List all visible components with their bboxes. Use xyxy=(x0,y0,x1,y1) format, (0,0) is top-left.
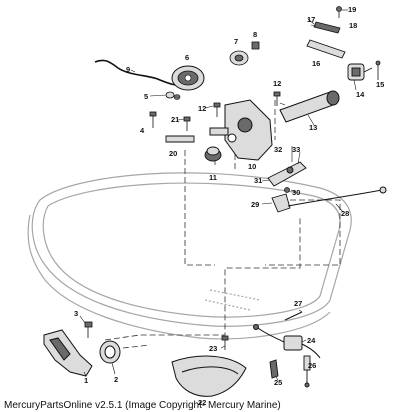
callout-29: 29 xyxy=(251,200,259,209)
cable-9 xyxy=(94,59,183,87)
part-12-bolt-b xyxy=(213,102,221,117)
callout-8: 8 xyxy=(253,30,257,39)
callout-30: 30 xyxy=(292,188,300,197)
part-31-32-33-linkage xyxy=(267,161,307,187)
callout-26: 26 xyxy=(308,361,316,370)
part-25-clip xyxy=(269,359,279,379)
part-23-screw xyxy=(221,335,229,350)
callout-33: 33 xyxy=(292,145,300,154)
part-27-wire xyxy=(284,311,303,321)
callout-9: 9 xyxy=(126,65,130,74)
callout-11: 11 xyxy=(209,173,217,182)
part-29-clip xyxy=(271,193,291,213)
part-19-screw xyxy=(336,6,342,18)
part-7-knob xyxy=(229,50,249,66)
callout-31: 31 xyxy=(254,176,262,185)
callout-14: 14 xyxy=(356,90,365,99)
callout-27: 27 xyxy=(294,299,302,308)
callout-12b: 12 xyxy=(198,104,206,113)
callout-22: 22 xyxy=(198,398,206,407)
callout-18: 18 xyxy=(349,21,357,30)
callout-labels: 1 2 3 4 5 6 7 8 9 10 11 12 12 13 14 15 1… xyxy=(74,5,384,407)
part-24-switch-block xyxy=(253,324,321,359)
callout-6: 6 xyxy=(185,53,189,62)
callout-16: 16 xyxy=(312,59,320,68)
part-28-cable xyxy=(287,186,387,207)
part-30-screw xyxy=(284,187,290,193)
callout-10: 10 xyxy=(248,162,256,171)
part-13-throttle-tube xyxy=(279,90,340,123)
part-20-bracket xyxy=(165,135,195,143)
part-3-screw xyxy=(84,321,93,338)
part-11-grommet xyxy=(204,146,222,162)
callout-1: 1 xyxy=(84,376,88,385)
callout-13: 13 xyxy=(309,123,317,132)
callout-15: 15 xyxy=(376,80,384,89)
part-22-cover xyxy=(171,355,247,397)
part-10-bracket xyxy=(209,99,273,161)
callout-32: 32 xyxy=(274,145,282,154)
callout-leaders xyxy=(79,9,357,381)
part-5-washer xyxy=(165,91,181,100)
callout-24: 24 xyxy=(307,336,316,345)
part-2-ring xyxy=(99,340,121,364)
part-1-grip xyxy=(43,329,93,377)
part-21-bolt xyxy=(183,116,191,131)
callout-12a: 12 xyxy=(273,79,281,88)
part-14-switch xyxy=(347,63,373,81)
callout-3: 3 xyxy=(74,309,78,318)
part-4-bolt xyxy=(149,111,157,128)
part-17-18-plate xyxy=(313,21,341,34)
part-12-bolt-a xyxy=(273,91,281,106)
callout-28: 28 xyxy=(341,209,349,218)
callout-21: 21 xyxy=(171,115,179,124)
callout-19: 19 xyxy=(348,5,356,14)
assembly-guide-lines xyxy=(104,100,341,351)
copyright-footer: MercuryPartsOnline v2.5.1 (Image Copyrig… xyxy=(4,400,281,411)
part-16-strip xyxy=(306,39,346,59)
callout-7: 7 xyxy=(234,37,238,46)
part-15-pin xyxy=(375,60,381,80)
callout-23: 23 xyxy=(209,344,217,353)
part-8-nut xyxy=(251,41,260,50)
callout-2: 2 xyxy=(114,375,118,384)
callout-25: 25 xyxy=(274,378,282,387)
callout-17: 17 xyxy=(307,15,315,24)
callout-5: 5 xyxy=(144,92,148,101)
callout-4: 4 xyxy=(140,126,145,135)
callout-20: 20 xyxy=(169,149,177,158)
part-6-gear-plate xyxy=(171,65,205,91)
